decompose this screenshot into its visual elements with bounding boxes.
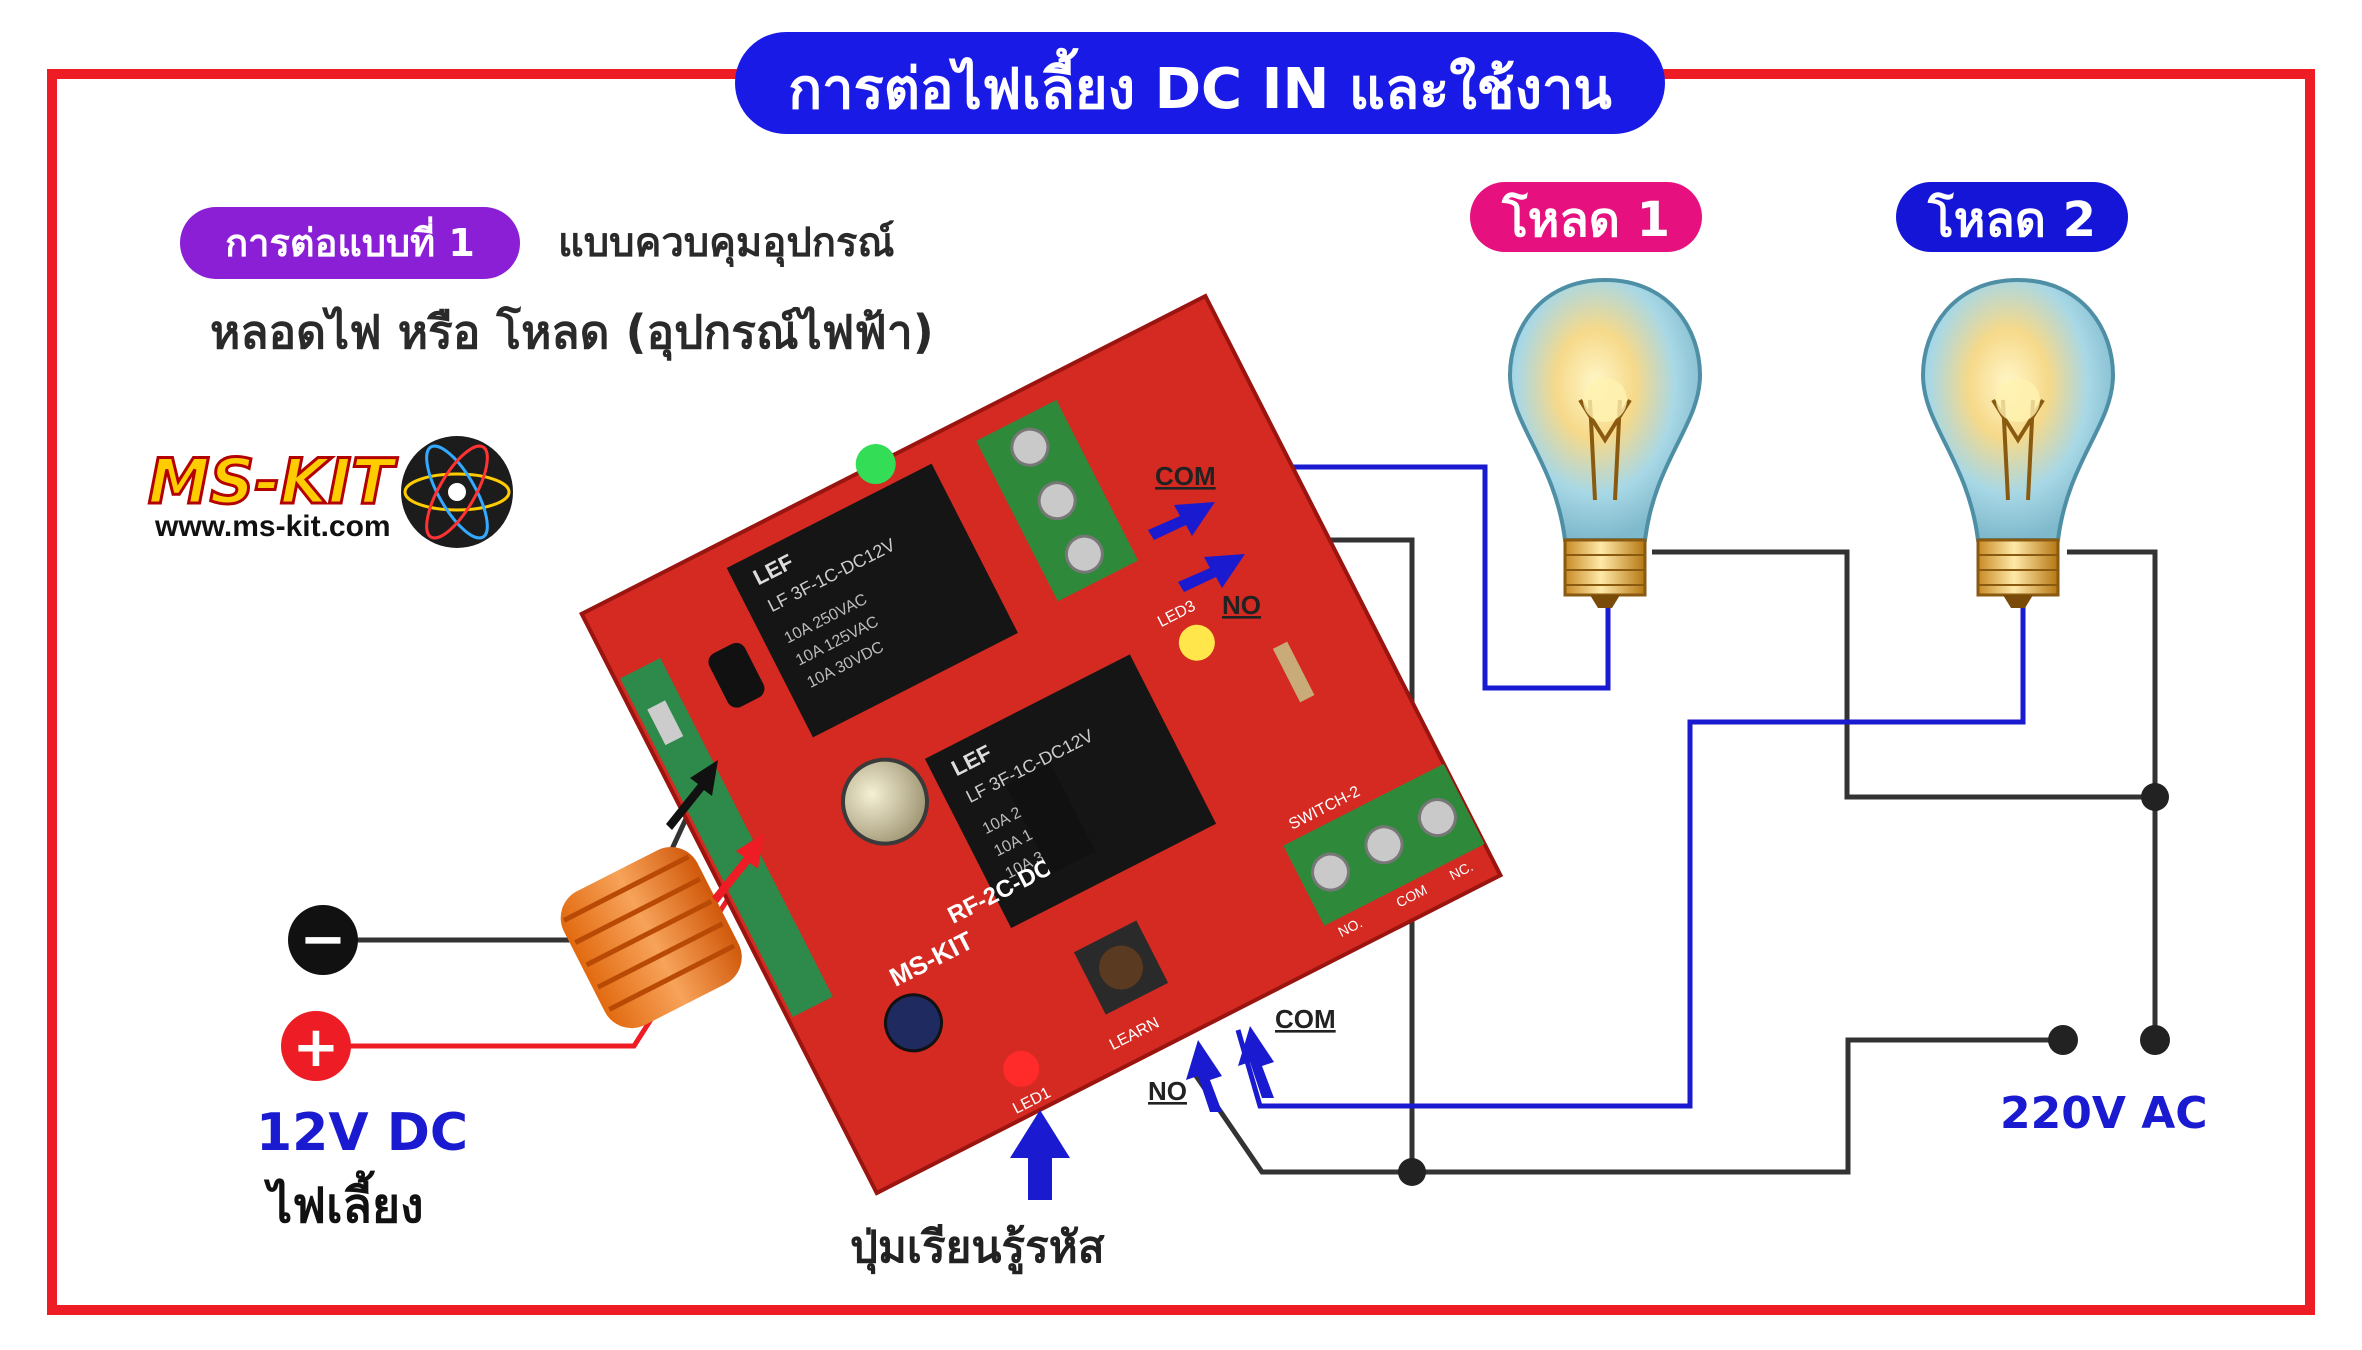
learn-button[interactable]	[1073, 920, 1169, 1015]
junction-dot	[2141, 783, 2169, 811]
load-1-label: โหลด 1	[1501, 191, 1670, 248]
com-label-bottom: COM	[1275, 1004, 1336, 1034]
mode-description: แบบควบคุมอุปกรณ์	[558, 220, 895, 268]
plus-terminal: +	[281, 1011, 351, 1081]
subtitle: หลอดไฟ หรือ โหลด (อุปกรณ์ไฟฟ้า)	[210, 305, 934, 361]
logo-text: MS-KIT	[148, 445, 398, 518]
resistor	[1272, 641, 1315, 703]
load-2-label: โหลด 2	[1927, 191, 2096, 248]
arrow-positive	[712, 833, 764, 903]
light-bulb-icon	[1920, 277, 2116, 608]
antenna-coil	[560, 847, 742, 1029]
wire-load1-out	[1652, 549, 2155, 800]
voltage-label: 12V DC	[256, 1103, 468, 1163]
mode-badge: การต่อแบบที่ 1	[180, 207, 520, 279]
arrow-no-top	[1178, 554, 1245, 592]
no-label-bottom: NO	[1148, 1076, 1187, 1106]
power-caption: ไฟเลี้ยง	[263, 1170, 424, 1234]
capacitor	[884, 993, 944, 1053]
led-yellow	[1178, 624, 1215, 661]
no-label-top: NO	[1222, 590, 1261, 620]
wire-load2-in	[1235, 592, 2026, 1109]
com-label-top: COM	[1155, 461, 1216, 491]
arrow-no-bottom	[1186, 1040, 1222, 1112]
plus-icon: +	[293, 1015, 340, 1080]
learn-caption: ปุ่มเรียนรู้รหัส	[850, 1222, 1105, 1275]
rf-module	[620, 657, 833, 1017]
relay-board: LEF LF 3F-1C-DC12V 10A 250VAC 10A 125VAC…	[560, 293, 1504, 1196]
relay-top: LEF LF 3F-1C-DC12V 10A 250VAC 10A 125VAC…	[726, 463, 1018, 738]
ac-terminal-dot	[2048, 1025, 2078, 1055]
light-bulb-icon	[1507, 277, 1703, 608]
ms-kit-logo: MS-KIT www.ms-kit.com	[147, 436, 513, 548]
logo-url: www.ms-kit.com	[154, 510, 391, 543]
terminal-block-2: NO. COM NC.	[1283, 763, 1485, 940]
atom-icon	[401, 436, 513, 548]
led-red	[1003, 1050, 1040, 1087]
title-banner: การต่อไฟเลี้ยง DC IN และใช้งาน	[735, 32, 1665, 134]
load-1: โหลด 1	[1470, 182, 1703, 608]
arrow-com-top	[1148, 502, 1215, 540]
ic-chip	[1005, 762, 1096, 875]
led-green	[855, 444, 896, 485]
mode-badge-label: การต่อแบบที่ 1	[225, 216, 475, 265]
terminal-block-1	[976, 400, 1139, 602]
wire-load2-out	[2067, 549, 2158, 1040]
minus-terminal: −	[288, 905, 358, 975]
arrows	[666, 502, 1274, 1200]
ac-terminal-dot	[2140, 1025, 2170, 1055]
arrow-negative	[666, 760, 718, 830]
minus-icon: −	[300, 907, 347, 972]
page-title: การต่อไฟเลี้ยง DC IN และใช้งาน	[788, 48, 1612, 122]
capacitor	[840, 757, 929, 846]
ac-label: 220V AC	[2000, 1088, 2208, 1139]
arrow-com-bottom	[1238, 1026, 1274, 1098]
load-2: โหลด 2	[1896, 182, 2128, 608]
transistor	[708, 642, 765, 708]
arrow-learn	[1010, 1110, 1070, 1200]
junction-dot	[1398, 1158, 1426, 1186]
wire-no-bottom	[1189, 1037, 2063, 1175]
